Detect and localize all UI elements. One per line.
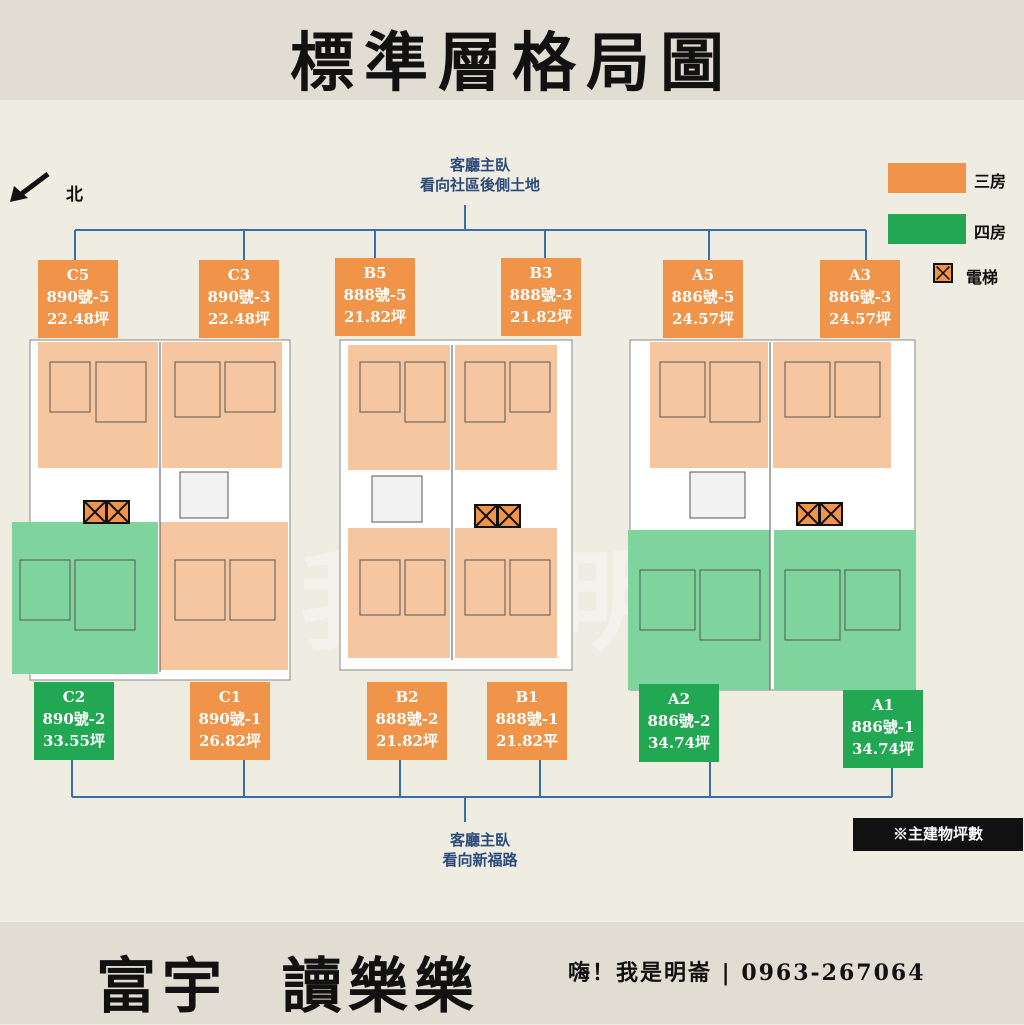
- unit-code: A5: [691, 266, 715, 284]
- bottom-connector: [71, 760, 893, 822]
- unit-area: 21.82坪: [510, 308, 572, 326]
- unit-label-c2: C2 890號-2 33.55坪: [34, 682, 114, 760]
- page-title: 標準層格局圖: [290, 26, 734, 101]
- legend-label-three-room: 三房: [974, 172, 1007, 191]
- legend-swatch-four-room: [888, 214, 966, 244]
- title-band: [0, 0, 1024, 100]
- legend-elevator-icon: [933, 263, 953, 283]
- legend-label-four-room: 四房: [974, 223, 1007, 242]
- bottom-note-line-1: 客廳主臥: [449, 831, 510, 849]
- unit-code: B1: [515, 688, 539, 706]
- unit-label-a2: A2 886號-2 34.74坪: [639, 684, 719, 762]
- unit-address: 890號-2: [42, 710, 106, 728]
- area-note-badge: ※主建物坪數: [853, 818, 1023, 851]
- unit-label-a5: A5 886號-5 24.57坪: [663, 260, 743, 338]
- unit-address: 886號-5: [671, 288, 735, 306]
- unit-code: A3: [848, 266, 872, 284]
- unit-area: 24.57坪: [672, 310, 734, 328]
- bottom-note-line-2: 看向新福路: [442, 851, 518, 869]
- unit-address: 890號-5: [46, 288, 110, 306]
- floor-plan: 我是明崙: [12, 205, 916, 822]
- unit-label-c3: C3 890號-3 22.48坪: [199, 260, 279, 338]
- building-b: [339, 339, 573, 671]
- unit-address: 886號-2: [647, 712, 711, 730]
- footer-band: [0, 922, 1024, 1024]
- unit-code: B2: [395, 688, 419, 706]
- unit-address: 888號-5: [343, 286, 407, 304]
- unit-label-a3: A3 886號-3 24.57坪: [820, 260, 900, 338]
- unit-label-b3: B3 888號-3 21.82坪: [501, 258, 581, 336]
- unit-area: 21.82平: [496, 732, 558, 750]
- unit-address: 890號-1: [198, 710, 262, 728]
- building-a: [628, 339, 916, 691]
- unit-area: 26.82坪: [199, 732, 261, 750]
- unit-label-b2: B2 888號-2 21.82坪: [367, 682, 447, 760]
- unit-code: B3: [529, 264, 553, 282]
- footer-contact: 嗨！我是明崙 | 0963-267064: [568, 960, 926, 986]
- unit-area: 22.48坪: [208, 310, 270, 328]
- unit-code: C1: [218, 688, 242, 706]
- unit-label-c1: C1 890號-1 26.82坪: [190, 682, 270, 760]
- footer-name: 富宇 讀樂樂: [96, 952, 480, 1022]
- unit-area: 21.82坪: [376, 732, 438, 750]
- unit-label-b1: B1 888號-1 21.82平: [487, 682, 567, 760]
- unit-area: 21.82坪: [344, 308, 406, 326]
- top-note-line-1: 客廳主臥: [449, 156, 510, 174]
- top-connector: [74, 205, 867, 260]
- unit-area: 34.74坪: [852, 740, 914, 758]
- unit-address: 886號-3: [828, 288, 892, 306]
- unit-address: 886號-1: [851, 718, 915, 736]
- building-c: [12, 339, 291, 681]
- elevator-icons: [83, 500, 843, 528]
- unit-code: C2: [62, 688, 86, 706]
- unit-area: 33.55坪: [43, 732, 105, 750]
- top-note-line-2: 看向社區後側土地: [419, 176, 540, 194]
- unit-address: 890號-3: [207, 288, 271, 306]
- top-view-note: 客廳主臥 看向社區後側土地: [380, 155, 580, 195]
- unit-label-a1: A1 886號-1 34.74坪: [843, 690, 923, 768]
- bottom-view-note: 客廳主臥 看向新福路: [380, 830, 580, 870]
- unit-code: C3: [227, 266, 251, 284]
- unit-area: 22.48坪: [47, 310, 109, 328]
- unit-area: 24.57坪: [829, 310, 891, 328]
- north-arrow-icon: [10, 172, 50, 202]
- elevator-icon-c: [83, 500, 130, 524]
- elevator-icon-a: [796, 502, 843, 526]
- unit-label-b5: B5 888號-5 21.82坪: [335, 258, 415, 336]
- unit-code: C5: [66, 266, 90, 284]
- unit-address: 888號-3: [509, 286, 573, 304]
- north-label: 北: [66, 185, 83, 205]
- unit-area: 34.74坪: [648, 734, 710, 752]
- unit-code: B5: [363, 264, 387, 282]
- legend-label-elevator: 電梯: [966, 268, 999, 287]
- unit-label-c5: C5 890號-5 22.48坪: [38, 260, 118, 338]
- unit-address: 888號-1: [495, 710, 559, 728]
- unit-code: A2: [667, 690, 691, 708]
- unit-address: 888號-2: [375, 710, 439, 728]
- elevator-icon-b: [474, 504, 521, 528]
- unit-code: A1: [871, 696, 895, 714]
- legend-swatch-three-room: [888, 163, 966, 193]
